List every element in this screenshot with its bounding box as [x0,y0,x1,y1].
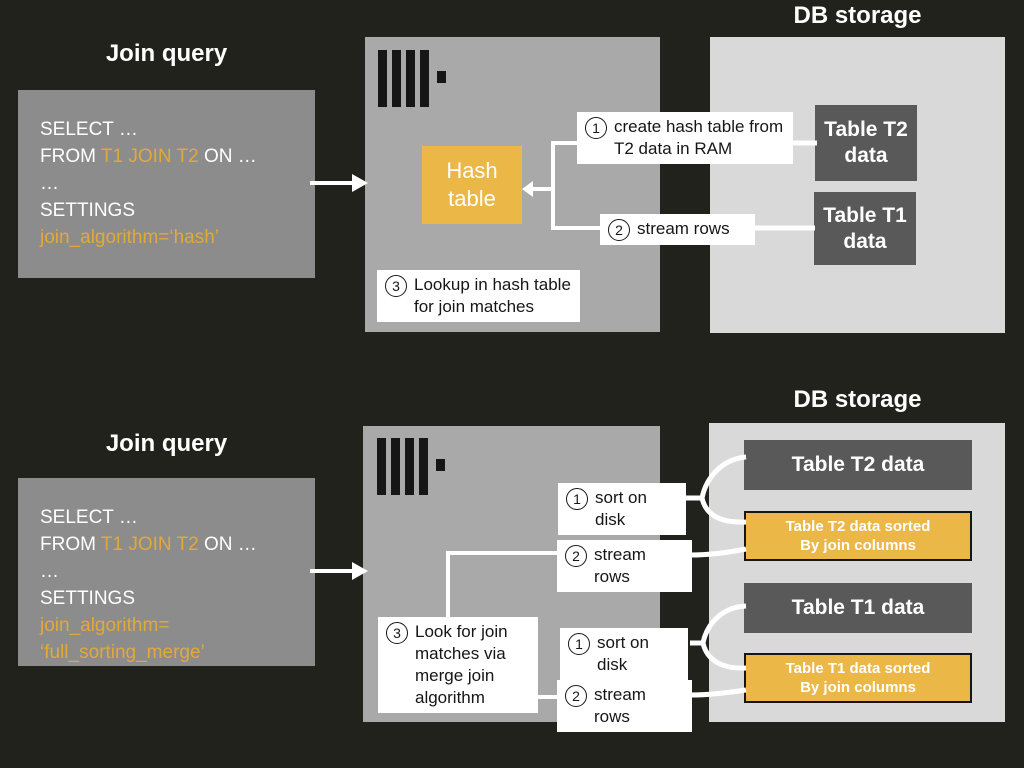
hash-table-box: Hash table [422,146,522,224]
sorted-box-line2: By join columns [800,537,916,554]
step-number-icon: 2 [565,545,587,567]
table-t2-data-box-top: Table T2 data [815,105,917,181]
step-number-icon: 3 [386,622,408,644]
table-t1-data-box-bottom: Table T1 data [744,583,972,633]
clickhouse-logo-icon [377,438,447,495]
step-label-merge-join-lookup: 3 Look for join matches via merge join a… [378,617,538,713]
clickhouse-logo-icon [378,50,448,107]
step-label-lookup-hash-table: 3 Lookup in hash table for join matches [377,270,580,322]
table-t2-data-sorted-box: Table T2 data sorted By join columns [744,511,972,561]
step-number-icon: 1 [566,488,588,510]
step-label-stream-rows-t2: 2 stream rows [557,540,692,592]
db-storage-title-top: DB storage [793,2,922,29]
step-label-create-hash-table: 1 create hash table from T2 data in RAM [577,112,793,164]
step-label-sort-on-disk-t1: 1 sort on disk [560,628,688,680]
sorted-box-line1: Table T2 data sorted [785,518,931,535]
join-query-title-bottom: Join query [105,430,228,457]
step-number-icon: 2 [608,219,630,241]
table-t1-data-sorted-box: Table T1 data sorted By join columns [744,653,972,703]
table-t2-data-box-bottom: Table T2 data [744,440,972,490]
step-number-icon: 1 [568,633,590,655]
db-storage-title-bottom: DB storage [793,386,922,413]
sorted-box-line2: By join columns [800,679,916,696]
sorted-box-line1: Table T1 data sorted [785,660,931,677]
step-label-sort-on-disk-t2: 1 sort on disk [558,483,686,535]
step-number-icon: 2 [565,685,587,707]
step-label-stream-rows-top: 2 stream rows [600,214,755,245]
step-number-icon: 1 [585,117,607,139]
step-label-stream-rows-t1: 2 stream rows [557,680,692,732]
join-query-title-top: Join query [105,40,228,67]
db-storage-box-top [710,37,1005,333]
table-t1-data-box-top: Table T1 data [814,192,916,265]
step-number-icon: 3 [385,275,407,297]
